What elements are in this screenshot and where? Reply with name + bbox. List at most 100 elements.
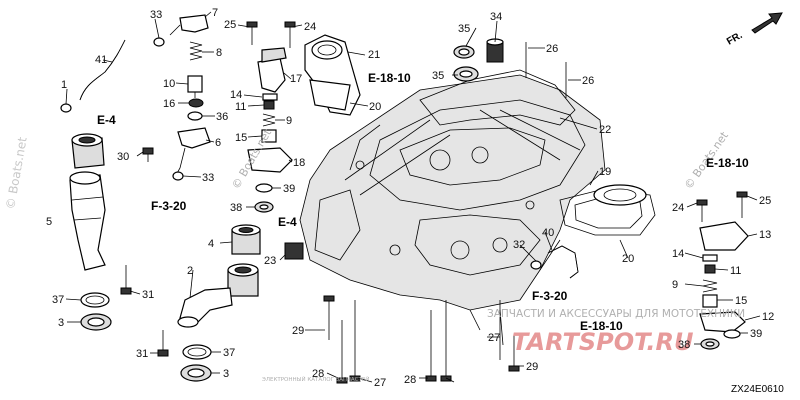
bolt-part-30[interactable] [142,147,154,162]
washer-part-38-left[interactable] [254,201,274,213]
part-label[interactable]: 39 [283,183,295,195]
plate-part-20-top[interactable] [309,79,351,111]
bracket-part-6[interactable] [175,127,211,176]
part-label[interactable]: 26 [546,43,558,55]
part-label[interactable]: 24 [304,21,316,33]
part-label[interactable]: 1 [61,79,67,91]
part-label[interactable]: 3 [223,368,229,380]
bolt-part-24-top[interactable] [284,21,296,48]
part-label[interactable]: 8 [216,47,222,59]
part-label[interactable]: 21 [368,49,380,61]
thermostat-part-15-right[interactable] [702,294,718,308]
spring-part-8[interactable] [189,41,203,61]
bolt-part-25-right[interactable] [736,191,748,218]
part-label[interactable]: 37 [52,294,64,306]
part-label[interactable]: 28 [312,368,324,380]
part-label[interactable]: 31 [142,289,154,301]
section-ref-label[interactable]: E-18-10 [580,319,623,333]
hose-part-40[interactable] [547,245,579,279]
part-label[interactable]: 25 [224,19,236,31]
part-label[interactable]: 37 [223,347,235,359]
part-label[interactable]: 5 [46,216,52,228]
part-label[interactable]: 11 [730,265,741,277]
part-label[interactable]: 18 [293,157,305,169]
part-label[interactable]: 35 [432,70,444,82]
part-label[interactable]: 7 [212,7,218,19]
part-label[interactable]: 4 [208,238,214,250]
part-label[interactable]: 17 [290,73,302,85]
part-label[interactable]: 34 [490,11,502,23]
elbow-hose-part-2[interactable] [177,287,233,328]
spring-part-9-right[interactable] [702,279,718,293]
part-label[interactable]: 35 [458,23,470,35]
part-label[interactable]: 38 [230,202,242,214]
clip-part-33-mid[interactable] [172,171,184,181]
washer-part-39-left[interactable] [255,183,273,193]
spring-part-9-top[interactable] [262,113,276,127]
bolt-part-27-left[interactable] [349,300,361,382]
valve-part-10[interactable] [187,75,203,98]
part-label[interactable]: 15 [735,295,747,307]
bolt-part-31-right[interactable] [157,330,169,357]
gasket-part-12[interactable] [699,311,746,333]
bolt-part-25-top[interactable] [246,21,258,45]
cover-part-13[interactable] [699,221,749,251]
part-label[interactable]: 16 [163,98,175,110]
part-label[interactable]: 22 [599,124,611,136]
gasket-part-18[interactable] [247,147,293,173]
part-label[interactable]: 28 [404,374,416,386]
bolt-part-31-left[interactable] [120,265,132,295]
part-label[interactable]: 27 [374,377,386,389]
hose-part-41[interactable] [79,39,126,101]
part-label[interactable]: 31 [136,348,148,360]
section-ref-label[interactable]: E-4 [278,215,297,229]
part-label[interactable]: 29 [526,361,538,373]
part-label[interactable]: 32 [513,239,525,251]
bolt-part-29-left[interactable] [323,295,335,340]
part-label[interactable]: 2 [187,265,193,277]
section-ref-label[interactable]: F-3-20 [532,289,568,303]
mount-part-4[interactable] [231,224,261,255]
gasket-plate[interactable] [419,69,576,126]
part-label[interactable]: 11 [235,101,246,113]
part-label[interactable]: 41 [95,54,107,66]
part-label[interactable]: 29 [292,325,304,337]
intake-boot-part-5[interactable] [69,171,106,271]
bolt-part-28-mid[interactable] [425,310,437,382]
part-label[interactable]: 9 [672,279,678,291]
part-label[interactable]: 3 [58,317,64,329]
seal-part-35-top[interactable] [453,45,475,59]
washer-part-39-right[interactable] [723,329,741,339]
seal-part-3-right[interactable] [180,364,212,382]
part-label[interactable]: 36 [216,111,228,123]
part-label[interactable]: 19 [599,166,611,178]
mount-part-top-left[interactable] [71,133,105,169]
part-label[interactable]: 12 [762,311,774,323]
seal-part-35-lower[interactable] [453,66,479,82]
cap-part-34[interactable] [486,38,504,63]
section-ref-label[interactable]: E-18-10 [706,156,749,170]
part-23[interactable] [284,242,304,260]
part-label[interactable]: 23 [264,255,276,267]
part-label[interactable]: 15 [235,132,247,144]
part-label[interactable]: 40 [542,227,554,239]
washer-part-16[interactable] [188,98,204,108]
part-label[interactable]: 33 [150,9,162,21]
part-label[interactable]: 26 [582,75,594,87]
part-label[interactable]: 30 [117,151,129,163]
seal-part-3-left[interactable] [80,313,112,331]
part-11-top[interactable] [263,100,275,110]
fitting-part-7[interactable] [169,14,209,36]
o-ring-part-37-left[interactable] [80,292,110,308]
bolt-part-24-right[interactable] [696,199,708,222]
section-ref-label[interactable]: E-4 [97,113,116,127]
part-label[interactable]: 14 [672,248,684,260]
o-ring-part-36[interactable] [187,111,203,121]
section-ref-label[interactable]: F-3-20 [151,199,187,213]
part-label[interactable]: 24 [672,202,684,214]
thermostat-cover-part-17[interactable] [257,47,287,93]
oil-case-housing[interactable] [299,74,606,331]
part-label[interactable]: 6 [215,137,221,149]
clip-part-33-top[interactable] [153,37,165,47]
part-label[interactable]: 33 [202,172,214,184]
